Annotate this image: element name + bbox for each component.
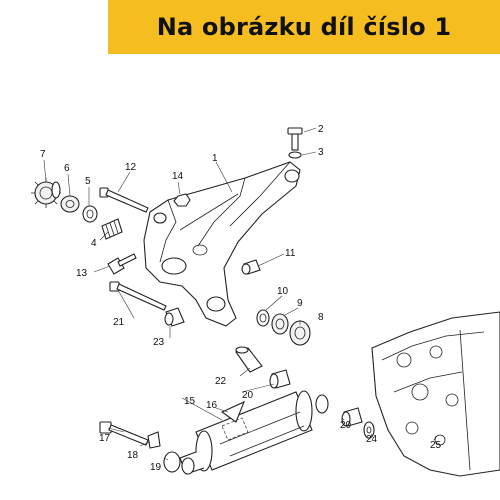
collar-part-20-lower[interactable] — [341, 407, 363, 427]
nut-part-6[interactable] — [60, 195, 80, 213]
label-17: 17 — [99, 433, 111, 444]
collar-part-20-upper[interactable] — [269, 369, 291, 389]
washer-part-3[interactable] — [288, 151, 302, 159]
label-22: 22 — [215, 376, 227, 387]
label-14: 14 — [172, 171, 184, 182]
washer-part-18[interactable] — [147, 431, 161, 449]
label-18: 18 — [127, 450, 139, 461]
label-25: 25 — [430, 440, 442, 451]
label-11: 11 — [285, 248, 296, 259]
label-20-upper: 20 — [242, 390, 254, 401]
label-23: 23 — [153, 337, 165, 348]
bushing-part-4[interactable] — [101, 218, 123, 240]
label-2: 2 — [318, 124, 324, 135]
sleeve-part-22[interactable] — [235, 346, 263, 373]
bolt-part-21[interactable] — [109, 281, 167, 311]
nut-part-14[interactable] — [173, 193, 191, 207]
collar-part-11[interactable] — [241, 259, 261, 275]
label-16: 16 — [206, 400, 218, 411]
label-19: 19 — [150, 462, 162, 473]
bearing-part-8[interactable] — [289, 320, 311, 346]
label-9: 9 — [297, 298, 303, 309]
spacer-part-23[interactable] — [164, 307, 185, 327]
washer-part-5[interactable] — [82, 205, 98, 223]
bolt-part-12[interactable] — [99, 187, 149, 213]
collar-part-19[interactable] — [163, 451, 181, 473]
label-20-lower: 20 — [340, 420, 352, 431]
label-10: 10 — [277, 286, 289, 297]
washer-part-24[interactable] — [363, 421, 375, 439]
label-12: 12 — [125, 162, 137, 173]
part-labels: 1 2 3 4 5 6 7 8 9 10 11 12 13 14 15 16 1… — [40, 124, 442, 473]
label-15: 15 — [184, 396, 196, 407]
banner-title: Na obrázku díl číslo 1 — [156, 13, 452, 41]
seal-part-10[interactable] — [256, 309, 270, 327]
warning-label-part-16[interactable] — [220, 400, 249, 441]
label-6: 6 — [64, 163, 70, 174]
label-24: 24 — [366, 434, 378, 445]
shock-absorber-part-15[interactable] — [179, 390, 329, 475]
bracket-part-1[interactable] — [143, 161, 301, 327]
label-1: 1 — [212, 153, 218, 164]
gear-part-7[interactable] — [31, 178, 61, 208]
leader-lines — [43, 127, 437, 461]
bearing-part-9[interactable] — [271, 313, 289, 335]
bolt-part-13[interactable] — [107, 253, 137, 275]
label-8: 8 — [318, 312, 324, 323]
label-5: 5 — [85, 176, 91, 187]
label-3: 3 — [318, 147, 324, 158]
label-13: 13 — [76, 268, 88, 279]
engine-case — [371, 311, 500, 477]
label-7: 7 — [40, 149, 46, 160]
bolt-part-2[interactable] — [287, 127, 303, 151]
label-21: 21 — [113, 317, 125, 328]
label-4: 4 — [91, 238, 97, 249]
title-banner: Na obrázku díl číslo 1 — [108, 0, 500, 54]
